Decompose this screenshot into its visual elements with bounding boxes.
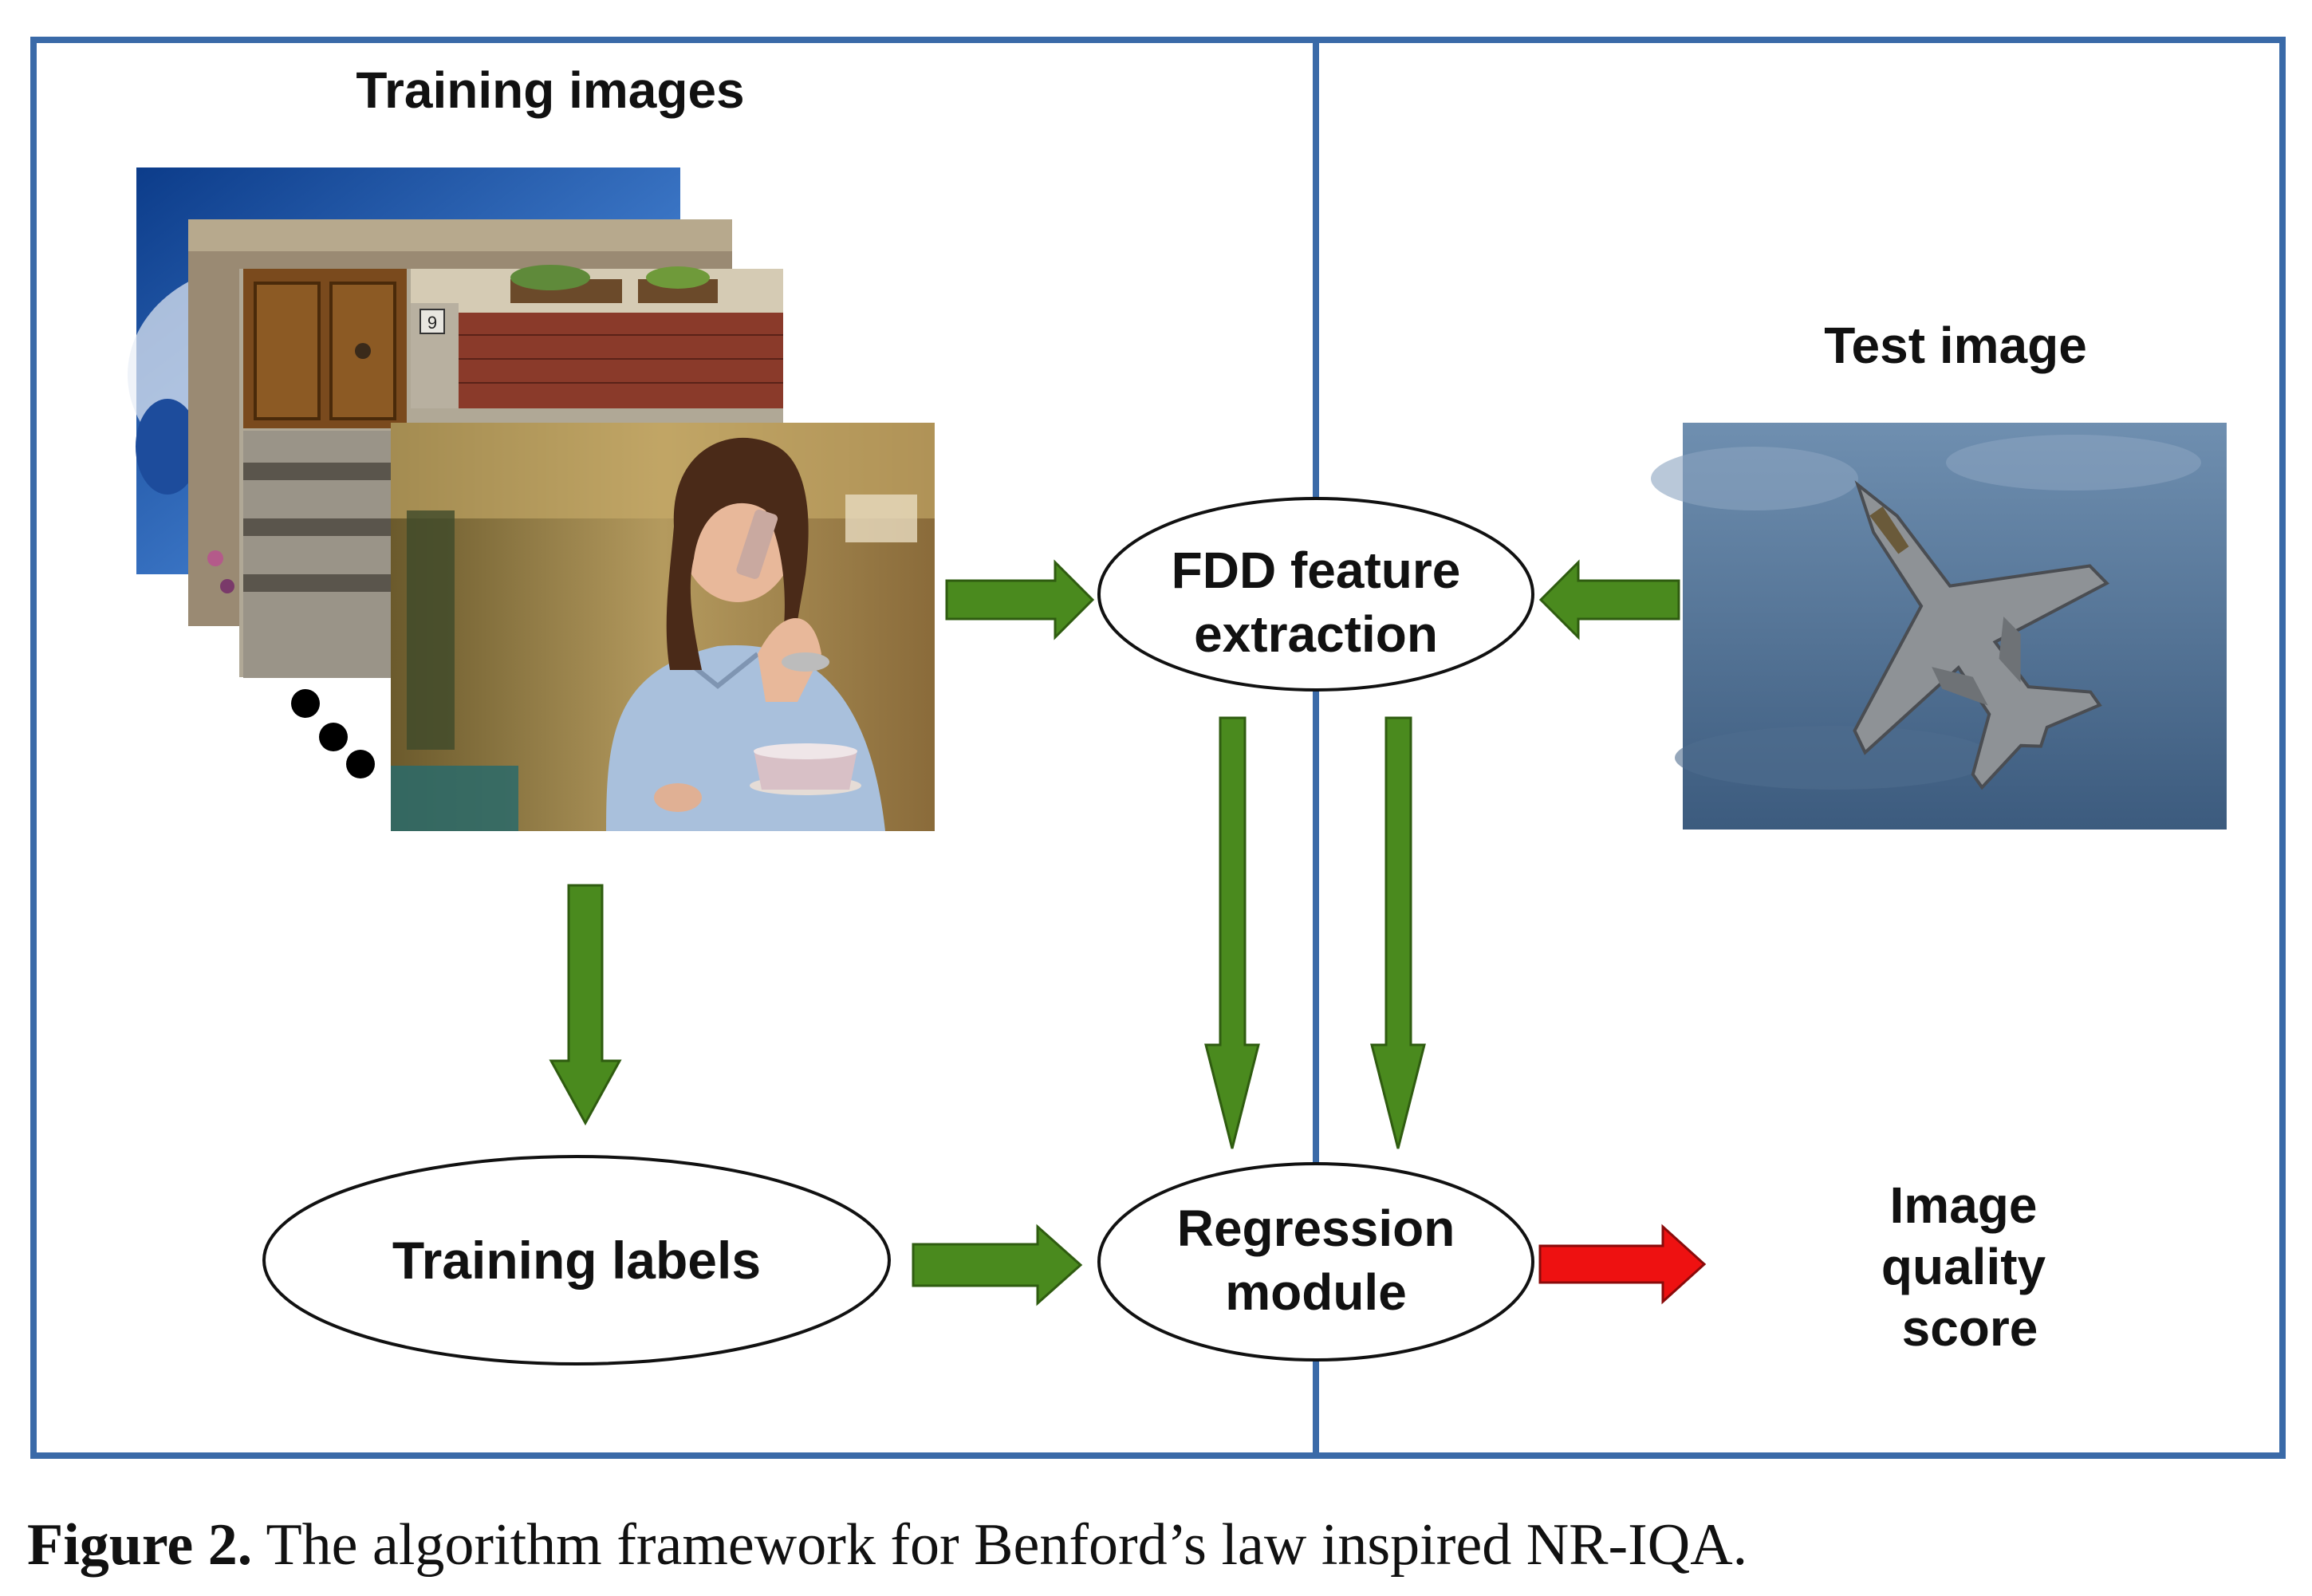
training-image-cafe-woman — [391, 423, 935, 831]
figure-caption: Figure 2. The algorithm framework for Be… — [27, 1511, 1747, 1579]
score-label-line2: quality — [1881, 1238, 2046, 1295]
training-image-stack: 9 — [128, 167, 935, 831]
arrow-fdd-to-regression-left — [1204, 716, 1260, 1149]
regression-label-line2: module — [1225, 1263, 1407, 1321]
more-images-dot-3 — [346, 750, 375, 778]
right-panel-frame — [1313, 37, 2286, 1459]
test-image-jet — [1651, 423, 2227, 830]
house-number: 9 — [427, 313, 437, 333]
fdd-label-line2: extraction — [1194, 605, 1438, 663]
training-labels-node — [262, 1155, 891, 1365]
caption-text: The algorithm framework for Benford’s la… — [266, 1512, 1748, 1578]
arrow-regression-to-score — [1538, 1224, 1707, 1305]
arrow-images-to-labels — [549, 884, 622, 1126]
arrow-labels-to-regression — [912, 1224, 1083, 1306]
regression-module-node — [1097, 1162, 1534, 1362]
caption-label: Figure 2. — [27, 1512, 253, 1578]
more-images-dot-1 — [291, 689, 320, 718]
training-labels-label: Training labels — [392, 1231, 761, 1290]
more-images-dot-2 — [319, 723, 348, 751]
arrow-test-to-fdd — [1538, 559, 1680, 640]
arrow-images-to-fdd — [945, 559, 1095, 640]
score-label-line1: Image — [1890, 1176, 2038, 1234]
test-image-heading: Test image — [1824, 317, 2087, 374]
fdd-label-line1: FDD feature — [1172, 542, 1461, 599]
score-label-line3: score — [1902, 1299, 2038, 1357]
fdd-feature-extraction-node — [1097, 497, 1534, 692]
training-images-heading: Training images — [356, 61, 744, 119]
regression-label-line1: Regression — [1177, 1200, 1455, 1257]
arrow-fdd-to-regression-right — [1370, 716, 1426, 1149]
